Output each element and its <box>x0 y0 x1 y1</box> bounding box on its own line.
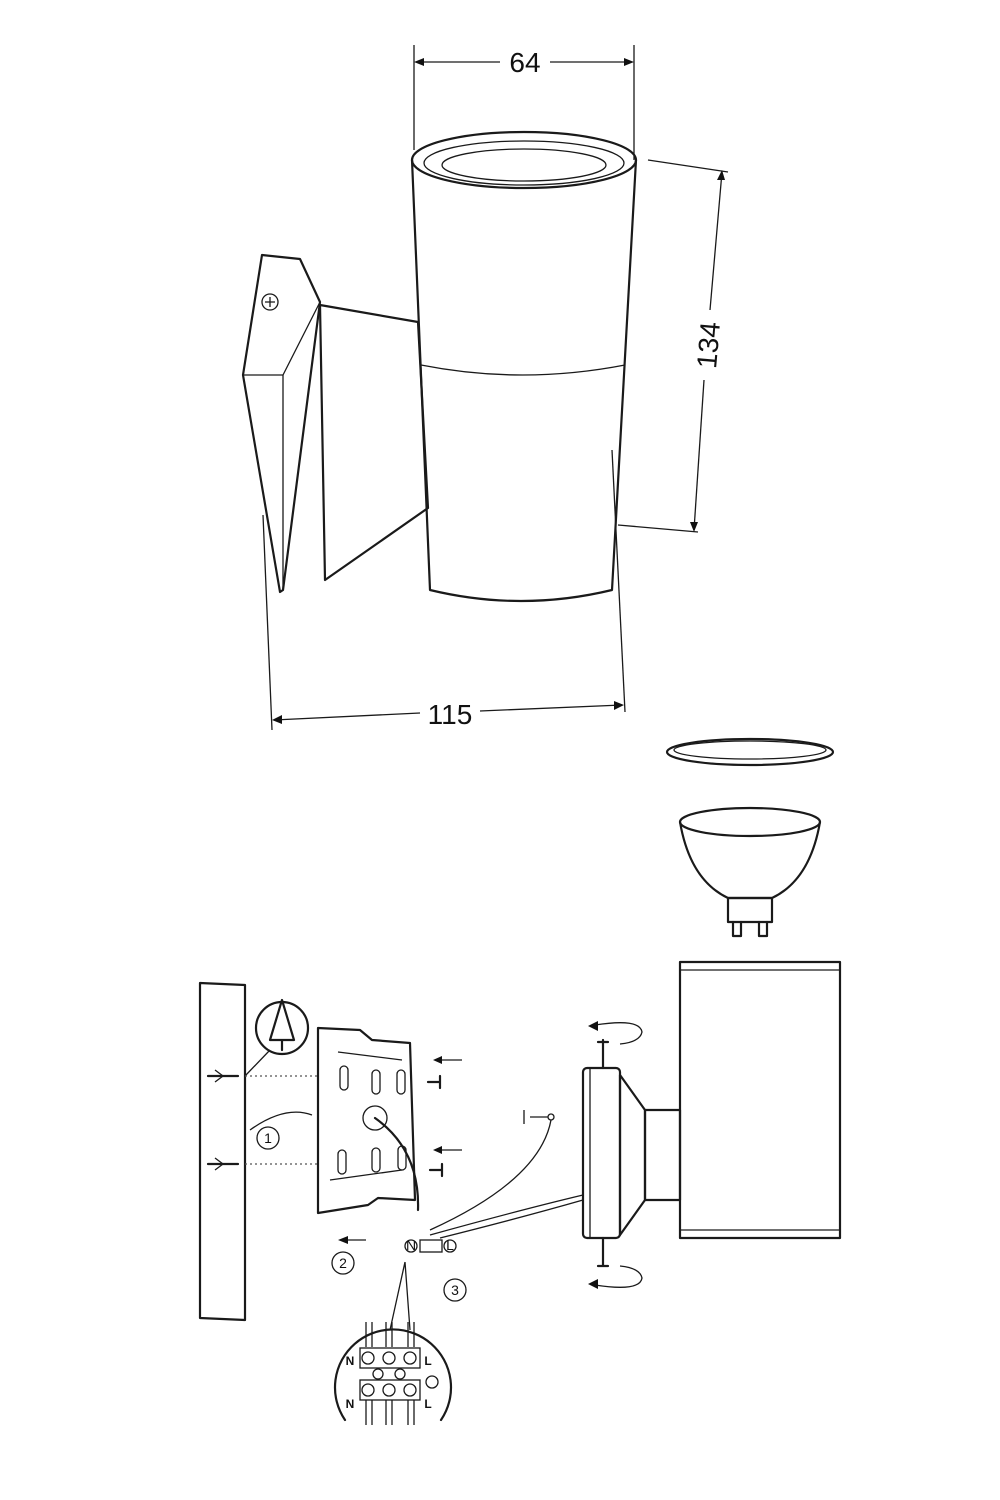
bracket-arm <box>318 303 430 582</box>
svg-text:N: N <box>346 1354 355 1368</box>
rotate-arrow-icon <box>594 1022 643 1045</box>
svg-text:L: L <box>424 1354 431 1368</box>
bottom-screw-icon <box>596 1236 610 1268</box>
dimension-height: 134 <box>617 159 729 533</box>
cylinder-body <box>410 158 638 603</box>
earth-wire <box>429 1119 552 1231</box>
top-screw-icon <box>596 1038 610 1070</box>
lamp-side-view <box>241 130 638 603</box>
gu10-bulb-icon <box>678 806 822 938</box>
dimension-width: 64 <box>413 45 635 160</box>
mounting-plate <box>249 1026 420 1215</box>
lamp-body-exploded <box>581 960 842 1289</box>
earth-icon <box>425 1375 439 1389</box>
svg-text:1: 1 <box>264 1130 272 1146</box>
terminal-n-label: N <box>406 1237 416 1253</box>
step-2: 2 <box>331 1251 355 1275</box>
svg-text:2: 2 <box>339 1255 347 1271</box>
svg-text:N: N <box>346 1397 355 1411</box>
wall <box>198 981 247 1322</box>
svg-text:L: L <box>424 1397 431 1411</box>
wall-plugs <box>206 998 310 1171</box>
lamp-wires <box>429 1194 584 1239</box>
direction-arrows <box>348 1059 462 1241</box>
step-1: 1 <box>256 1126 280 1150</box>
glass-ring <box>665 737 835 767</box>
cylinder-top <box>410 130 638 190</box>
width-label: 64 <box>509 47 540 78</box>
svg-text:3: 3 <box>451 1282 459 1298</box>
plate-screw-icon <box>426 1074 444 1178</box>
depth-label: 115 <box>428 699 473 730</box>
earth-screw-icon <box>523 1110 548 1124</box>
terminal-block: N L <box>404 1237 457 1253</box>
height-label: 134 <box>691 321 726 370</box>
terminal-l-label: L <box>446 1237 454 1253</box>
wiring-detail-inset: N L N L <box>333 1261 453 1425</box>
rotate-arrow-icon <box>594 1265 643 1288</box>
screw-icon <box>261 293 279 311</box>
dimension-depth: 115 <box>262 449 626 731</box>
wall-plate <box>241 253 322 594</box>
step-3: 3 <box>443 1278 467 1302</box>
